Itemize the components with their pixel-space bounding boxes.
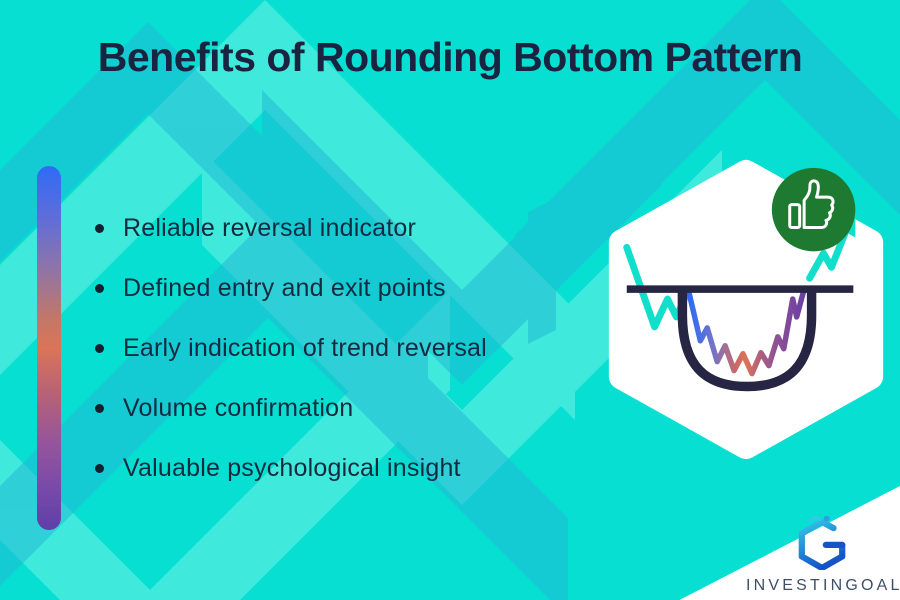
list-item: Volume confirmation	[95, 378, 487, 438]
benefit-text: Defined entry and exit points	[123, 273, 446, 302]
benefit-text: Volume confirmation	[123, 393, 354, 422]
chevron-shape	[0, 218, 568, 600]
benefit-text: Early indication of trend reversal	[123, 333, 487, 362]
list-item: Early indication of trend reversal	[95, 318, 487, 378]
accent-gradient-bar	[37, 166, 61, 530]
hexagon-badge	[608, 159, 884, 460]
price-zigzag	[686, 288, 807, 377]
page-title: Benefits of Rounding Bottom Pattern	[97, 34, 803, 80]
list-item: Valuable psychological insight	[95, 438, 487, 498]
bullet-dot	[95, 223, 104, 233]
list-item: Defined entry and exit points	[95, 258, 487, 318]
chevron-shape	[0, 22, 428, 394]
approval-circle	[771, 167, 856, 252]
thumbs-up-badge	[771, 167, 856, 252]
bullet-dot	[95, 283, 104, 293]
bullet-dot	[95, 463, 104, 473]
investingoal-logo-icon	[798, 516, 846, 570]
rounding-bottom-curve	[677, 287, 817, 392]
benefit-text: Valuable psychological insight	[123, 453, 461, 482]
bullet-dot	[95, 343, 104, 353]
list-item: Reliable reversal indicator	[95, 198, 487, 258]
benefit-text: Reliable reversal indicator	[123, 213, 417, 242]
thumbs-up-icon	[788, 179, 835, 229]
chevron-shape	[0, 290, 450, 600]
brand-name: INVESTINGOAL	[746, 577, 900, 594]
uptrend-line	[806, 224, 851, 282]
chevron-shape	[515, 0, 900, 330]
bullet-dot	[95, 403, 104, 413]
chevron-shape	[0, 0, 575, 420]
benefits-list: Reliable reversal indicator Defined entr…	[95, 198, 487, 498]
